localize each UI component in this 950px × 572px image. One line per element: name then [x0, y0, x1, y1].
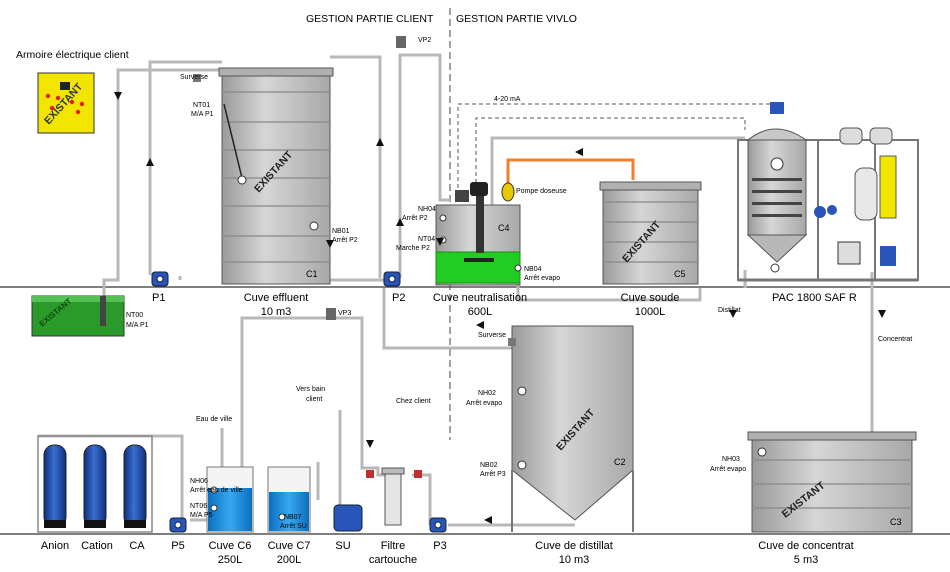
- armoire-label: Armoire électrique client: [16, 49, 129, 61]
- nt06-desc: M/A P5: [190, 512, 213, 519]
- resin-columns: [37, 435, 153, 533]
- c2-name: Cuve de distillat: [535, 540, 613, 552]
- anion-label: Anion: [40, 540, 70, 552]
- nh03-tag: NH03: [722, 456, 740, 463]
- c2-volume: 10 m3: [558, 554, 590, 566]
- c1-volume: 10 m3: [260, 306, 292, 318]
- concentrat-label: Concentrat: [878, 336, 913, 343]
- nb04-tag: NB04: [524, 266, 542, 273]
- distillat-label: Distillat: [718, 307, 741, 314]
- nt01-tag: NT01: [193, 102, 211, 109]
- nt00-desc: M/A P1: [126, 322, 149, 329]
- flow-arrows: [114, 92, 886, 524]
- c4-volume: 600L: [467, 306, 493, 318]
- signal-lines: [457, 103, 776, 195]
- c5-volume: 1000L: [634, 306, 666, 318]
- cation-label: Cation: [81, 540, 113, 552]
- c7-volume: 200L: [276, 554, 302, 566]
- c6-volume: 250L: [217, 554, 243, 566]
- c6-name: Cuve C6: [208, 540, 252, 552]
- tank-c6: [206, 466, 254, 533]
- sump-tank: [31, 295, 125, 337]
- nb02-tag: NB02: [480, 462, 498, 469]
- c4-tag: C4: [498, 223, 510, 233]
- vivlo-part-title: GESTION PARTIE VIVLO: [456, 13, 577, 25]
- pipes: [38, 53, 874, 527]
- pumps: [151, 271, 447, 533]
- tank-c5: [599, 181, 702, 285]
- pac-label: PAC 1800 SAF R: [772, 292, 857, 304]
- nh04a-desc: Arrêt P2: [402, 215, 428, 222]
- signal-label: 4-20 mA: [494, 96, 521, 103]
- c2-surverse: Surverse: [478, 332, 507, 339]
- ca-label: CA: [129, 540, 145, 552]
- nb07-tag: NB07: [284, 514, 302, 521]
- c7-name: Cuve C7: [267, 540, 311, 552]
- nb01-tag: NB01: [332, 228, 350, 235]
- tank-c1: [193, 67, 334, 285]
- nt01-desc: M/A P1: [191, 111, 214, 118]
- nt00-tag: NT00: [126, 312, 144, 319]
- vp3-label: VP3: [338, 310, 352, 317]
- c1-tag: C1: [306, 269, 318, 279]
- nh02-desc: Arrêt evapo: [466, 400, 503, 407]
- filtre-1: Filtre: [380, 540, 406, 552]
- soda-line: [506, 158, 635, 184]
- c1-name: Cuve effluent: [243, 292, 309, 304]
- c4-name: Cuve neutralisation: [432, 292, 528, 304]
- nb01-desc: Arrêt P2: [332, 237, 358, 244]
- nb02-desc: Arrêt P3: [480, 471, 506, 478]
- filtre-2: cartouche: [368, 554, 418, 566]
- c3-tag: C3: [890, 517, 902, 527]
- pac-unit: [737, 102, 919, 282]
- valves: [326, 36, 422, 478]
- p3-label: P3: [433, 540, 447, 552]
- nt04-desc: Marche P2: [396, 245, 430, 252]
- c2-tag: C2: [614, 457, 626, 467]
- vp2-label: VP2: [418, 37, 432, 44]
- p2-label: P2: [392, 292, 406, 304]
- nh03-desc: Arrêt evapo: [710, 466, 747, 473]
- nt04-tag: NT04: [418, 236, 436, 243]
- vers-bain-2: client: [306, 396, 323, 403]
- nt06-tag: NT06: [190, 503, 208, 510]
- c3-volume: 5 m3: [793, 554, 819, 566]
- filter-cartridge: [381, 467, 405, 526]
- tank-c4: [435, 182, 522, 286]
- c5-name: Cuve soude: [620, 292, 680, 304]
- c3-name: Cuve de concentrat: [758, 540, 854, 552]
- client-part-title: GESTION PARTIE CLIENT: [306, 13, 434, 25]
- tank-c2: [508, 325, 634, 532]
- su-label: SU: [335, 540, 351, 552]
- armoire-cabinet: [37, 72, 95, 134]
- vers-bain-1: Vers bain: [296, 386, 326, 393]
- p1-label: P1: [152, 292, 166, 304]
- nb07-desc: Arrêt SU: [280, 523, 307, 530]
- c1-surverse: Surverse: [180, 74, 209, 81]
- tank-c3: [747, 431, 917, 533]
- eau-de-ville-label: Eau de ville: [196, 416, 233, 423]
- dosing-pump-label: Pompe doseuse: [516, 188, 567, 195]
- nh04a-tag: NH04: [418, 206, 436, 213]
- nb04-desc: Arrêt evapo: [524, 275, 561, 282]
- nh02-tag: NH02: [478, 390, 496, 397]
- chez-client-label: Chez client: [396, 398, 431, 405]
- c5-tag: C5: [674, 269, 686, 279]
- p5-label: P5: [171, 540, 185, 552]
- nh06-tag: NH06: [190, 478, 208, 485]
- nh06-desc: Arrêt eau de ville: [190, 487, 243, 494]
- tank-c7: [267, 466, 311, 533]
